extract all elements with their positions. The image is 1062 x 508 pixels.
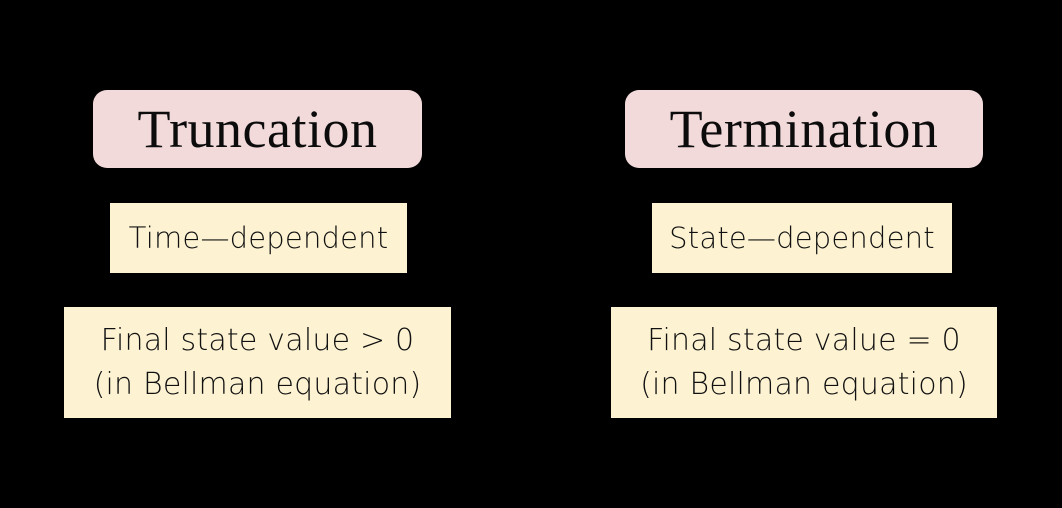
truncation-type-box: Time—dependent [110,203,407,273]
termination-detail-line-1: Final state value = 0 [647,323,961,358]
termination-detail-line-2: (in Bellman equation) [640,366,968,402]
truncation-title-text: Truncation [137,99,378,159]
termination-type-text: State—dependent [669,220,935,255]
truncation-detail-line-1: Final state value > 0 [100,323,415,358]
truncation-detail-box: Final state value > 0 (in Bellman equati… [64,307,451,418]
termination-title-text: Termination [669,99,939,159]
termination-type-box: State—dependent [652,203,952,273]
truncation-title-box: Truncation [93,90,422,168]
truncation-detail-line-2: (in Bellman equation) [93,366,422,402]
truncation-type-text: Time—dependent [128,220,389,255]
termination-detail-box: Final state value = 0 (in Bellman equati… [611,307,997,418]
termination-title-box: Termination [625,90,983,168]
